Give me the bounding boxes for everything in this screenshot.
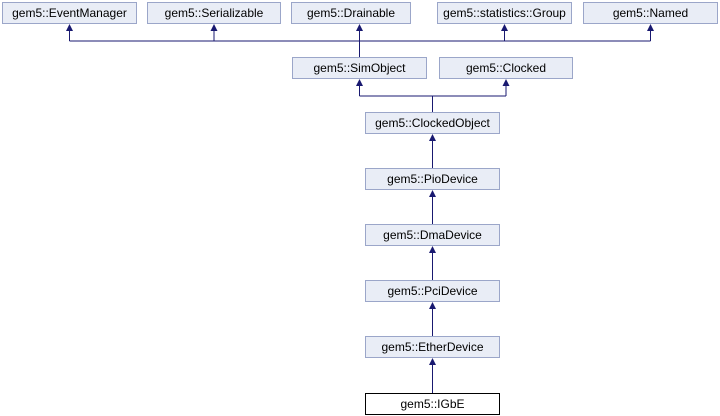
arrowhead-gem5-igbe-to-gem5-etherdevice — [429, 358, 436, 365]
arrowhead-gem5-simobject-to-gem5-eventmanager — [66, 24, 73, 31]
class-node-gem5-piodevice[interactable]: gem5::PioDevice — [365, 168, 500, 190]
class-node-gem5-pcidevice[interactable]: gem5::PciDevice — [365, 280, 500, 302]
class-node-gem5-igbe: gem5::IGbE — [365, 393, 500, 415]
arrowhead-gem5-dmadevice-to-gem5-piodevice — [429, 190, 436, 197]
class-node-gem5-eventmanager[interactable]: gem5::EventManager — [2, 2, 137, 24]
class-node-gem5-clocked[interactable]: gem5::Clocked — [439, 57, 573, 79]
arrowhead-gem5-etherdevice-to-gem5-pcidevice — [429, 302, 436, 309]
arrowhead-gem5-piodevice-to-gem5-clockedobject — [429, 134, 436, 141]
class-node-gem5-dmadevice[interactable]: gem5::DmaDevice — [365, 224, 500, 246]
class-node-gem5-etherdevice[interactable]: gem5::EtherDevice — [365, 336, 500, 358]
class-node-gem5-statistics-group[interactable]: gem5::statistics::Group — [437, 2, 572, 24]
arrowhead-gem5-simobject-to-gem5-serializable — [210, 24, 218, 31]
class-node-gem5-simobject[interactable]: gem5::SimObject — [292, 57, 427, 79]
arrowhead-gem5-simobject-to-gem5-statistics-group — [501, 24, 508, 31]
arrowhead-gem5-simobject-to-gem5-drainable — [356, 24, 363, 31]
arrowhead-gem5-clockedobject-to-gem5-clocked — [502, 79, 510, 86]
arrowhead-gem5-simobject-to-gem5-named — [647, 24, 654, 31]
class-node-gem5-serializable[interactable]: gem5::Serializable — [147, 2, 281, 24]
class-node-gem5-drainable[interactable]: gem5::Drainable — [291, 2, 411, 24]
arrowhead-gem5-clockedobject-to-gem5-simobject — [356, 79, 363, 86]
arrowhead-gem5-pcidevice-to-gem5-dmadevice — [429, 246, 436, 253]
class-node-gem5-named[interactable]: gem5::Named — [583, 2, 718, 24]
class-node-gem5-clockedobject[interactable]: gem5::ClockedObject — [365, 112, 500, 134]
